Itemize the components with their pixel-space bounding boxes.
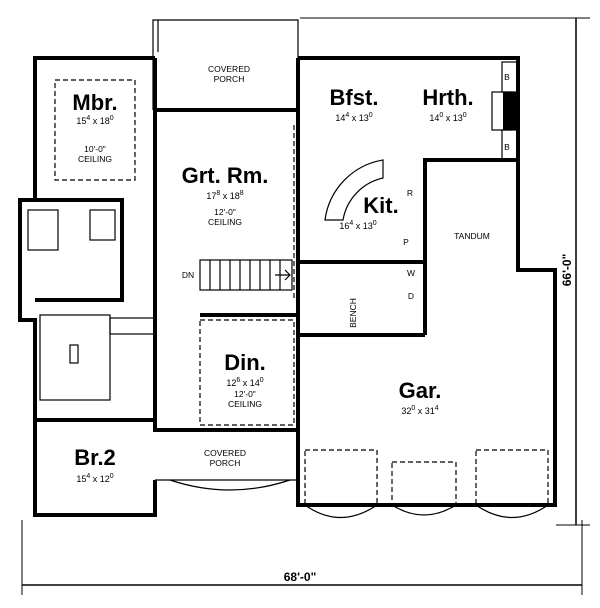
- room-mbr: Mbr. 154 x 180 10'-0" CEILING: [72, 90, 117, 164]
- svg-text:140 x 130: 140 x 130: [429, 112, 466, 123]
- kitchen-island: [324, 159, 384, 221]
- bench-seat: [69, 344, 79, 364]
- refrigerator-label: R: [407, 188, 413, 198]
- depth-dimension: 66'-0": [560, 254, 574, 287]
- room-hrth: Hrth. 140 x 130: [422, 85, 473, 123]
- svg-text:154 x 120: 154 x 120: [76, 473, 113, 484]
- din-tray-ceiling: [199, 319, 295, 426]
- svg-text:Kit.: Kit.: [363, 193, 398, 218]
- dryer-label: D: [408, 291, 414, 301]
- svg-text:CEILING: CEILING: [208, 217, 242, 227]
- svg-text:144 x 130: 144 x 130: [335, 112, 372, 123]
- washer-label: W: [407, 268, 415, 278]
- svg-text:10'-0": 10'-0": [84, 144, 106, 154]
- bench-label: BENCH: [348, 298, 358, 328]
- svg-text:Gar.: Gar.: [399, 378, 442, 403]
- pantry-label: P: [403, 237, 409, 247]
- tandum-label: TANDUM: [454, 231, 490, 241]
- svg-text:Grt. Rm.: Grt. Rm.: [182, 163, 269, 188]
- svg-text:Br.2: Br.2: [74, 445, 116, 470]
- svg-text:178 x 188: 178 x 188: [206, 190, 243, 201]
- covered-porch-top-2: PORCH: [214, 74, 245, 84]
- shower: [89, 209, 116, 241]
- stairs-down-label: DN: [182, 270, 194, 280]
- svg-text:164 x 130: 164 x 130: [339, 220, 376, 231]
- room-name: Mbr.: [72, 90, 117, 115]
- covered-porch-bottom-2: PORCH: [210, 458, 241, 468]
- porch-outlines: [152, 19, 299, 491]
- width-dimension: 68'-0": [284, 570, 317, 584]
- room-grt: Grt. Rm. 178 x 188 12'-0" CEILING: [182, 163, 269, 227]
- garage-doors: [304, 449, 549, 519]
- svg-text:12'-0": 12'-0": [234, 389, 256, 399]
- room-br2: Br.2 154 x 120: [74, 445, 116, 484]
- fireplace: [491, 61, 518, 161]
- svg-text:CEILING: CEILING: [78, 154, 112, 164]
- svg-text:12'-0": 12'-0": [214, 207, 236, 217]
- room-bfst: Bfst. 144 x 130: [330, 85, 379, 123]
- svg-text:Din.: Din.: [224, 350, 266, 375]
- covered-porch-bottom-1: COVERED: [204, 448, 246, 458]
- svg-text:154 x 180: 154 x 180: [76, 115, 113, 126]
- room-kit: Kit. 164 x 130: [339, 193, 398, 231]
- tub-2: [109, 317, 155, 335]
- covered-porch-top-1: COVERED: [208, 64, 250, 74]
- svg-text:320 x 314: 320 x 314: [401, 405, 438, 416]
- room-gar: Gar. 320 x 314: [399, 378, 442, 416]
- stairs: [199, 259, 293, 291]
- svg-text:126 x 140: 126 x 140: [226, 377, 263, 388]
- svg-text:CEILING: CEILING: [228, 399, 262, 409]
- bathtub: [27, 209, 59, 251]
- overall-dimension-lines: [21, 17, 590, 595]
- room-din: Din. 126 x 140 12'-0" CEILING: [224, 350, 266, 409]
- bookcase-label-bottom: B: [504, 142, 510, 152]
- mbr-tray-ceiling: [54, 79, 136, 181]
- svg-text:Hrth.: Hrth.: [422, 85, 473, 110]
- svg-text:Bfst.: Bfst.: [330, 85, 379, 110]
- closet: [39, 314, 111, 401]
- bookcase-label-top: B: [504, 72, 510, 82]
